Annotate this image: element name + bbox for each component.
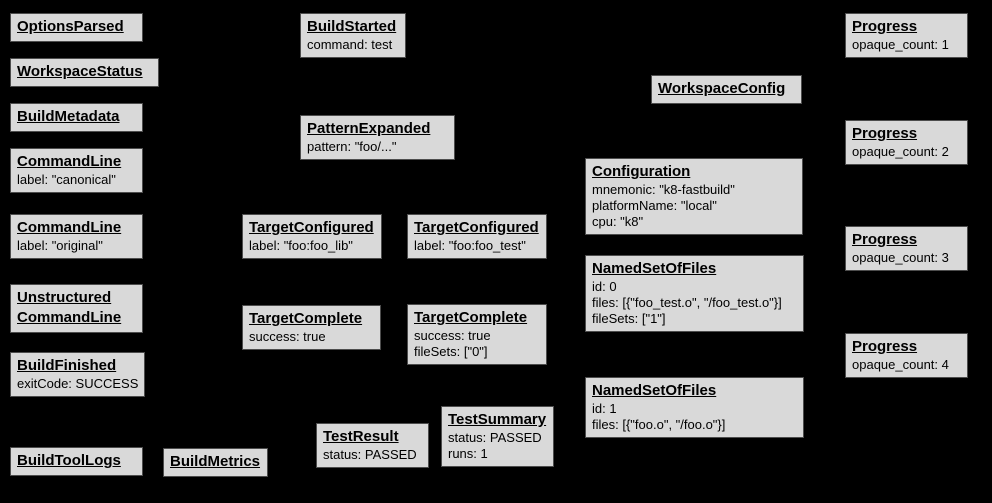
node-title: BuildToolLogs xyxy=(17,452,121,469)
node-property: success: true xyxy=(414,328,491,343)
node-property: files: [{"foo_test.o", "/foo_test.o"}] xyxy=(592,295,782,310)
node-command-line-canonical: CommandLine label: "canonical" xyxy=(10,148,143,193)
node-target-configured-foo-test: TargetConfigured label: "foo:foo_test" xyxy=(407,214,547,259)
node-progress-4: Progress opaque_count: 4 xyxy=(845,333,968,378)
node-configuration: Configuration mnemonic: "k8-fastbuild" p… xyxy=(585,158,803,235)
node-property: runs: 1 xyxy=(448,446,488,461)
node-title: CommandLine xyxy=(17,219,122,236)
node-pattern-expanded: PatternExpanded pattern: "foo/..." xyxy=(300,115,455,160)
node-property: mnemonic: "k8-fastbuild" xyxy=(592,182,735,197)
node-property: fileSets: ["0"] xyxy=(414,344,488,359)
node-property: cpu: "k8" xyxy=(592,214,644,229)
node-progress-3: Progress opaque_count: 3 xyxy=(845,226,968,271)
node-property: files: [{"foo.o", "/foo.o"}] xyxy=(592,417,726,432)
node-title: WorkspaceStatus xyxy=(17,63,143,80)
node-property: id: 0 xyxy=(592,279,617,294)
node-title: Progress xyxy=(852,125,918,142)
node-build-metadata: BuildMetadata xyxy=(10,103,143,132)
node-build-tool-logs: BuildToolLogs xyxy=(10,447,143,476)
node-title: Configuration xyxy=(592,163,691,180)
node-title: BuildStarted xyxy=(307,18,397,35)
node-title: Progress xyxy=(852,18,918,35)
node-property: success: true xyxy=(249,329,326,344)
node-property: label: "original" xyxy=(17,238,103,253)
node-title: BuildFinished xyxy=(17,357,117,374)
node-options-parsed: OptionsParsed xyxy=(10,13,143,42)
node-title: TargetConfigured xyxy=(414,219,539,236)
node-title: CommandLine xyxy=(17,309,122,326)
node-title: NamedSetOfFiles xyxy=(592,260,717,277)
node-title: Unstructured xyxy=(17,289,112,306)
node-workspace-status: WorkspaceStatus xyxy=(10,58,159,87)
node-title: WorkspaceConfig xyxy=(658,80,786,97)
node-property: pattern: "foo/..." xyxy=(307,139,397,154)
node-property: status: PASSED xyxy=(323,447,417,462)
node-property: opaque_count: 2 xyxy=(852,144,949,159)
node-test-result: TestResult status: PASSED xyxy=(316,423,429,468)
node-build-finished: BuildFinished exitCode: SUCCESS xyxy=(10,352,146,397)
node-build-metrics: BuildMetrics xyxy=(163,448,268,477)
node-target-configured-foo-lib: TargetConfigured label: "foo:foo_lib" xyxy=(242,214,382,259)
node-title: NamedSetOfFiles xyxy=(592,382,717,399)
node-named-set-of-files-1: NamedSetOfFiles id: 1 files: [{"foo.o", … xyxy=(585,377,804,438)
node-title: TargetComplete xyxy=(249,310,363,327)
node-title: TestSummary xyxy=(448,411,547,428)
node-property: label: "foo:foo_test" xyxy=(414,238,526,253)
node-property: exitCode: SUCCESS xyxy=(17,376,139,391)
node-property: opaque_count: 4 xyxy=(852,357,949,372)
node-property: fileSets: ["1"] xyxy=(592,311,666,326)
node-property: command: test xyxy=(307,37,393,52)
node-title: OptionsParsed xyxy=(17,18,124,35)
node-title: BuildMetrics xyxy=(170,453,261,470)
node-property: status: PASSED xyxy=(448,430,542,445)
node-title: CommandLine xyxy=(17,153,122,170)
node-command-line-original: CommandLine label: "original" xyxy=(10,214,143,259)
node-title: TargetComplete xyxy=(414,309,528,326)
node-progress-1: Progress opaque_count: 1 xyxy=(845,13,968,58)
node-title: TestResult xyxy=(323,428,399,445)
node-property: id: 1 xyxy=(592,401,617,416)
node-property: opaque_count: 1 xyxy=(852,37,949,52)
node-target-complete-foo-test: TargetComplete success: true fileSets: [… xyxy=(407,304,547,365)
node-unstructured-command-line: Unstructured CommandLine xyxy=(10,284,143,333)
node-target-complete-foo-lib: TargetComplete success: true xyxy=(242,305,381,350)
node-build-started: BuildStarted command: test xyxy=(300,13,406,58)
node-title: PatternExpanded xyxy=(307,120,431,137)
node-title: Progress xyxy=(852,231,918,248)
node-title: TargetConfigured xyxy=(249,219,374,236)
node-workspace-config: WorkspaceConfig xyxy=(651,75,802,104)
node-named-set-of-files-0: NamedSetOfFiles id: 0 files: [{"foo_test… xyxy=(585,255,804,332)
node-property: label: "canonical" xyxy=(17,172,116,187)
node-title: Progress xyxy=(852,338,918,355)
node-property: opaque_count: 3 xyxy=(852,250,949,265)
node-test-summary: TestSummary status: PASSED runs: 1 xyxy=(441,406,554,467)
node-property: platformName: "local" xyxy=(592,198,717,213)
node-progress-2: Progress opaque_count: 2 xyxy=(845,120,968,165)
node-property: label: "foo:foo_lib" xyxy=(249,238,353,253)
node-title: BuildMetadata xyxy=(17,108,120,125)
